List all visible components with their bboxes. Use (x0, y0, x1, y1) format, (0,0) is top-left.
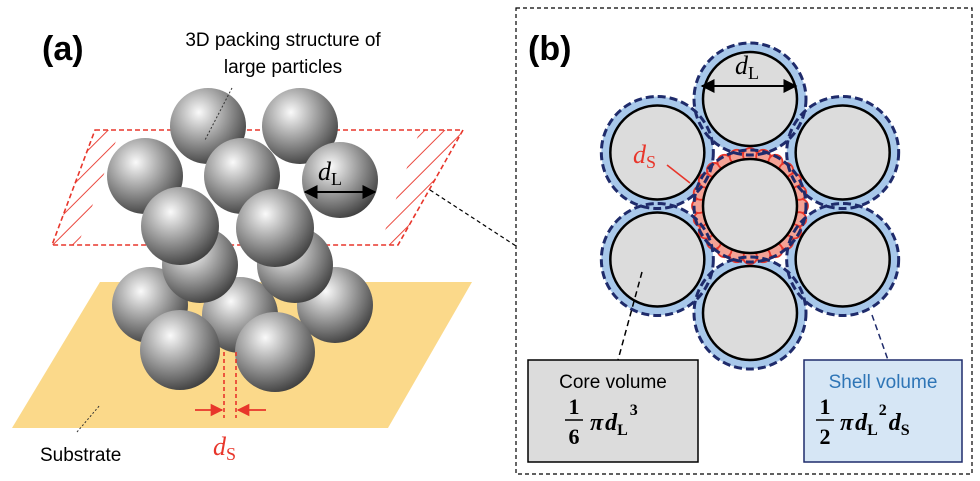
sphere (236, 189, 314, 267)
sphere (140, 310, 220, 390)
zoom-connector (429, 189, 517, 247)
dS-label-b: dS (633, 140, 656, 172)
shell-outline (785, 95, 901, 210)
core-particle (794, 104, 891, 201)
sphere (302, 142, 378, 218)
dL-label-a: dL (318, 157, 342, 189)
shell-outline (599, 202, 715, 317)
core-volume-title: Core volume (559, 372, 667, 393)
shell-outline (692, 41, 808, 157)
core-particle (794, 211, 891, 308)
svg-text:πdL3: πdL3 (590, 402, 638, 439)
sphere (235, 312, 315, 392)
packing-caption-line1: 3D packing structure of (185, 30, 381, 51)
shell-volume-formula: 1 2 πdL2dS (816, 394, 910, 449)
shell-outline (692, 148, 808, 264)
hatch-right (380, 130, 463, 245)
panel-b: (b) dL dS Core volume 1 6 πdL3 Shell v (515, 7, 973, 475)
core-particle (701, 50, 799, 148)
svg-text:1: 1 (820, 394, 831, 419)
dL-label-b: dL (735, 51, 759, 83)
core-particle (701, 157, 799, 255)
dS-pointer (666, 164, 691, 184)
svg-text:πdL2dS: πdL2dS (840, 402, 910, 439)
svg-text:2: 2 (820, 424, 831, 449)
shell-outline (785, 202, 901, 317)
panel-b-frame (515, 7, 973, 475)
shell-volume-title: Shell volume (829, 372, 938, 393)
hatch-left (52, 130, 120, 245)
shell-outline (692, 255, 808, 371)
core-volume-box (527, 359, 699, 463)
core-particle (609, 211, 706, 308)
packing-caption-line2: large particles (224, 57, 342, 78)
core-particle (609, 104, 706, 201)
dS-label-a: dS (213, 432, 236, 464)
substrate-leader (76, 404, 101, 433)
sphere (262, 88, 338, 164)
shell-volume-box (803, 359, 963, 463)
sphere-stack (107, 88, 378, 392)
svg-text:1: 1 (569, 394, 580, 419)
panel-a-label: (a) (42, 30, 84, 68)
core-volume-formula: 1 6 πdL3 (565, 394, 638, 449)
caption-leader (204, 87, 233, 141)
core-leader (617, 271, 643, 361)
shell-outline (599, 95, 715, 210)
substrate-label: Substrate (40, 445, 121, 466)
panel-a: (a) 3D packing structure of large partic… (12, 30, 472, 466)
sphere (141, 187, 219, 265)
hexagonal-packing (599, 41, 901, 371)
panel-b-label: (b) (528, 30, 571, 68)
shell-leader (871, 314, 889, 361)
core-particle (701, 264, 799, 362)
svg-text:6: 6 (569, 424, 580, 449)
